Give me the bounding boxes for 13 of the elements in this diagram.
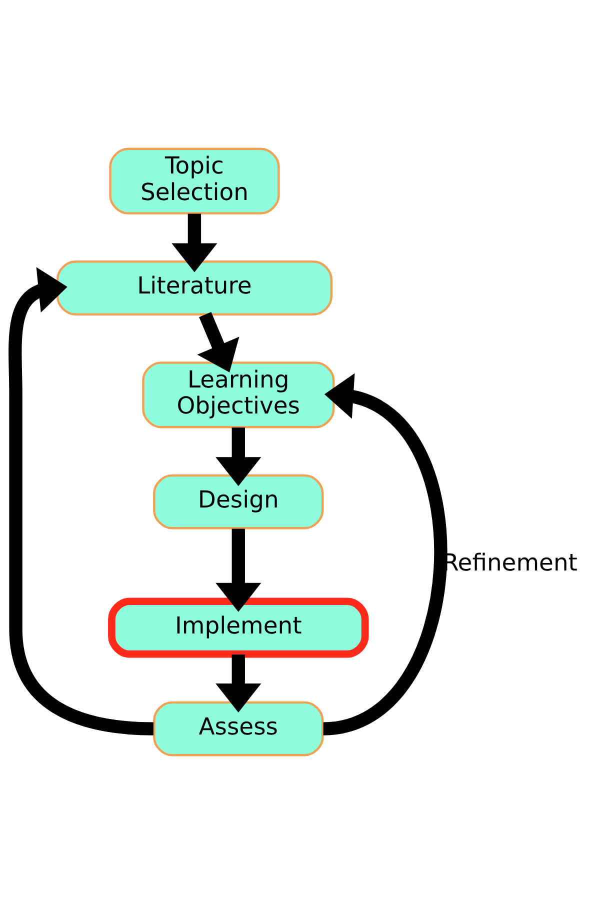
node-box: Literature	[56, 260, 332, 316]
node-box: Learning Objectives	[142, 362, 335, 428]
node-box: Assess	[153, 701, 324, 756]
arrow	[172, 214, 218, 272]
arrow	[197, 312, 240, 372]
arrow	[322, 373, 447, 736]
arrow	[216, 654, 262, 712]
node-box: Implement	[108, 598, 369, 658]
node-box: Topic Selection	[109, 148, 280, 214]
arrow	[8, 267, 154, 736]
arrow	[216, 428, 262, 486]
arrow	[216, 528, 262, 612]
node-box: Design	[153, 474, 324, 530]
